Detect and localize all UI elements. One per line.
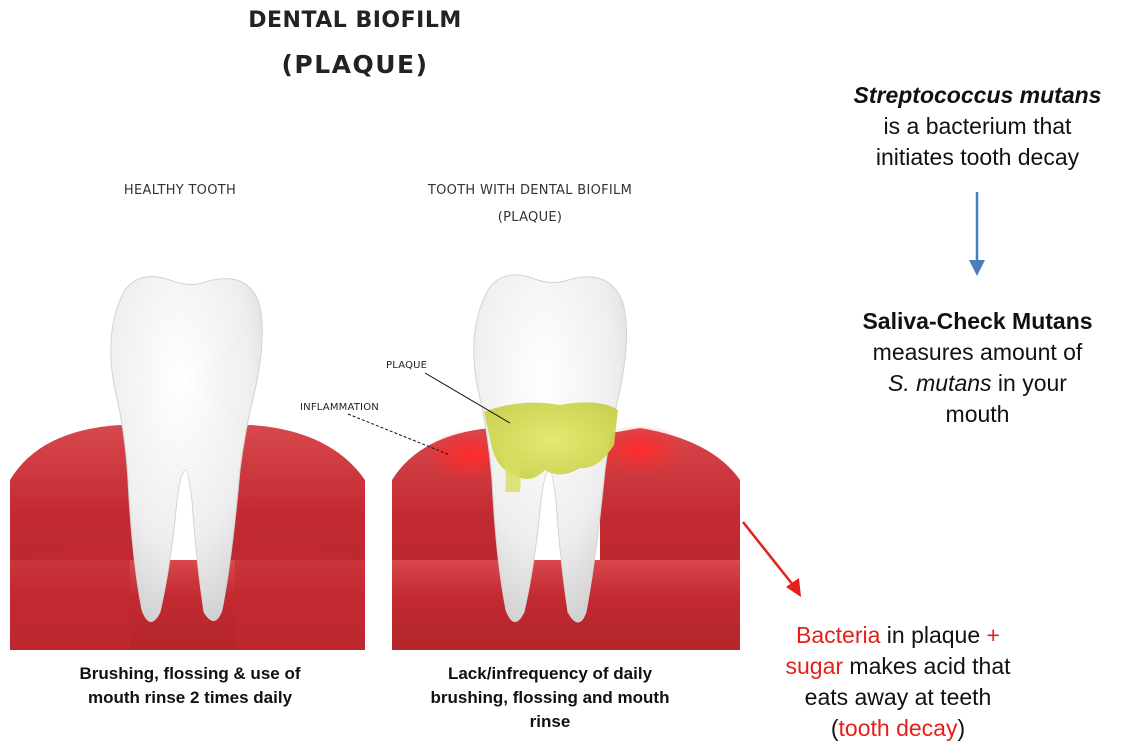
decay-line3: eats away at teeth [738, 682, 1058, 713]
sugar-word: sugar [785, 653, 843, 679]
plaque-caption-line3: rinse [380, 710, 720, 734]
close-paren: ) [957, 715, 965, 741]
s-mutans-abbrev: S. mutans [888, 370, 992, 396]
measure-line2-rest: in your [992, 370, 1067, 396]
decay-info: Bacteria in plaque + sugar makes acid th… [738, 620, 1058, 744]
open-paren: ( [831, 715, 839, 741]
decay-line2: sugar makes acid that [738, 651, 1058, 682]
decay-line4: (tooth decay) [738, 713, 1058, 744]
healthy-caption-line1: Brushing, flossing & use of [20, 662, 360, 686]
healthy-caption-line2: mouth rinse 2 times daily [20, 686, 360, 710]
tooth-decay-word: tooth decay [839, 715, 958, 741]
measure-line1: measures amount of [820, 337, 1126, 368]
organism-line2: is a bacterium that [820, 111, 1126, 142]
measure-line2: S. mutans in your [820, 368, 1126, 399]
plaque-callout-label: PLAQUE [386, 360, 427, 371]
plaque-caption: Lack/infrequency of daily brushing, flos… [380, 662, 720, 734]
product-info: Saliva-Check Mutans measures amount of S… [820, 306, 1126, 430]
healthy-caption: Brushing, flossing & use of mouth rinse … [20, 662, 360, 710]
in-plaque-text: in plaque [880, 622, 986, 648]
measure-line3: mouth [820, 399, 1126, 430]
organism-info: Streptococcus mutans is a bacterium that… [820, 80, 1126, 173]
decay-line1: Bacteria in plaque + [738, 620, 1058, 651]
organism-name: Streptococcus mutans [820, 80, 1126, 111]
plus-sign: + [987, 622, 1000, 648]
plaque-caption-line2: brushing, flossing and mouth [380, 686, 720, 710]
organism-line3: initiates tooth decay [820, 142, 1126, 173]
red-diagonal-arrow [743, 522, 793, 585]
bacteria-word: Bacteria [796, 622, 880, 648]
makes-acid-text: makes acid that [843, 653, 1010, 679]
plaque-caption-line1: Lack/infrequency of daily [380, 662, 720, 686]
inflammation-callout-label: INFLAMMATION [300, 402, 379, 413]
product-name: Saliva-Check Mutans [820, 306, 1126, 337]
